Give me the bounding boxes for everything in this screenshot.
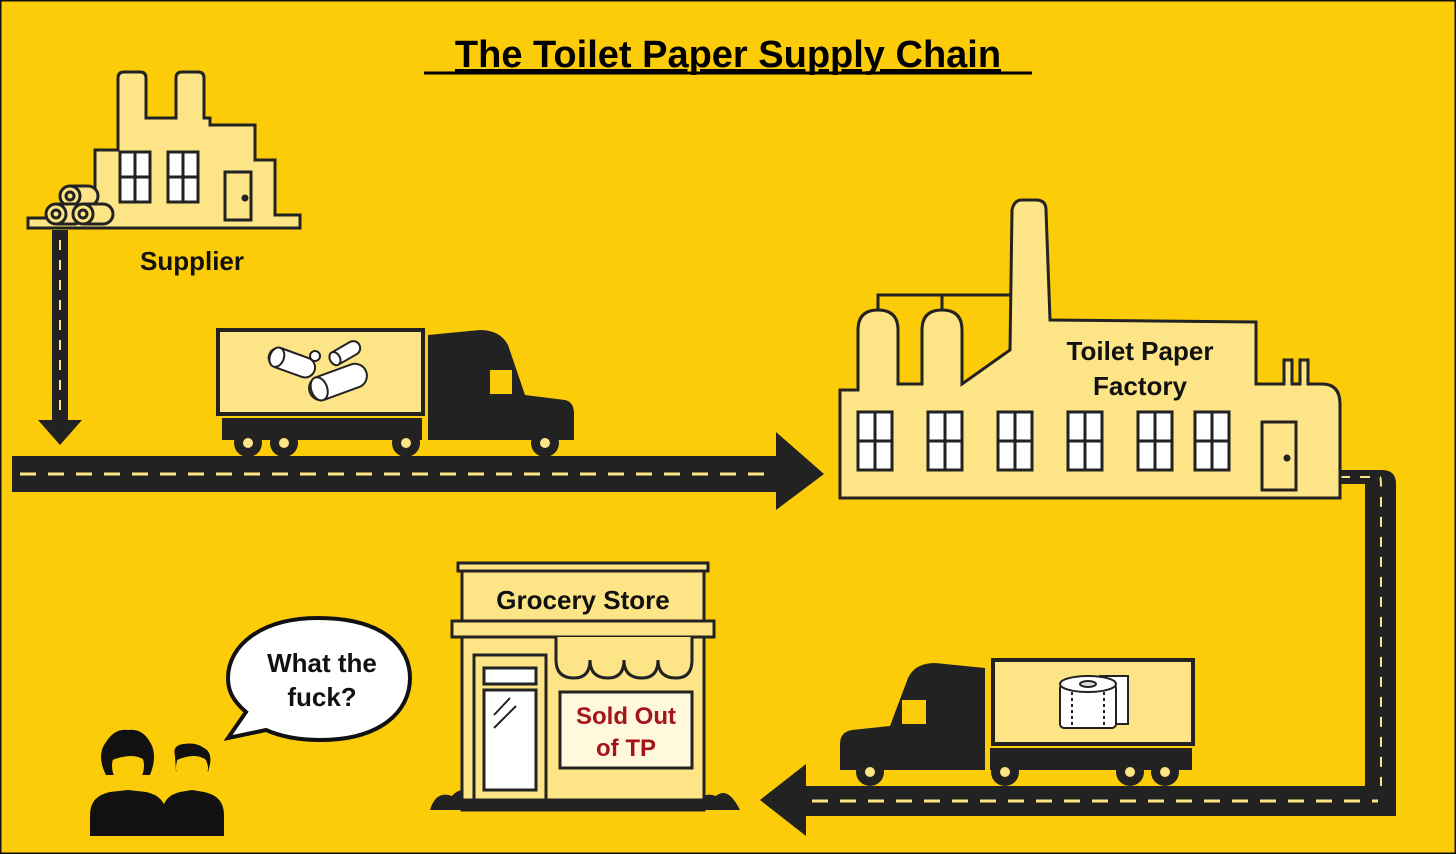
truck-toilet-paper bbox=[840, 658, 1195, 786]
road-bottom bbox=[760, 764, 1396, 836]
arrow-down bbox=[38, 420, 82, 445]
road-supplier-down bbox=[38, 230, 82, 445]
factory-label-line2: Factory bbox=[1093, 371, 1187, 401]
road-right bbox=[1340, 470, 1396, 812]
wood-logs-icon bbox=[267, 340, 368, 402]
wood-logs-icon bbox=[44, 184, 115, 226]
diagram-title: The Toilet Paper Supply Chain bbox=[455, 34, 1001, 76]
sign-line1: Sold Out bbox=[576, 703, 676, 730]
arrow-right bbox=[776, 432, 824, 510]
arrow-left bbox=[760, 764, 806, 836]
speech-line2: fuck? bbox=[287, 682, 356, 712]
factory-building bbox=[838, 198, 1342, 500]
grocery-store bbox=[430, 561, 740, 812]
factory-label-line1: Toilet Paper bbox=[1067, 336, 1214, 366]
sign-line2: of TP bbox=[596, 735, 656, 762]
sold-out-sign: Sold Out of TP bbox=[558, 690, 694, 770]
supplier-label: Supplier bbox=[140, 246, 244, 276]
two-people-icon bbox=[90, 729, 224, 836]
truck-logs bbox=[216, 328, 574, 457]
speech-bubble: What the fuck? bbox=[223, 615, 413, 743]
speech-line1: What the bbox=[267, 648, 377, 678]
road-top bbox=[12, 432, 824, 510]
store-name: Grocery Store bbox=[496, 585, 669, 615]
toilet-paper-roll-icon bbox=[1059, 675, 1129, 729]
